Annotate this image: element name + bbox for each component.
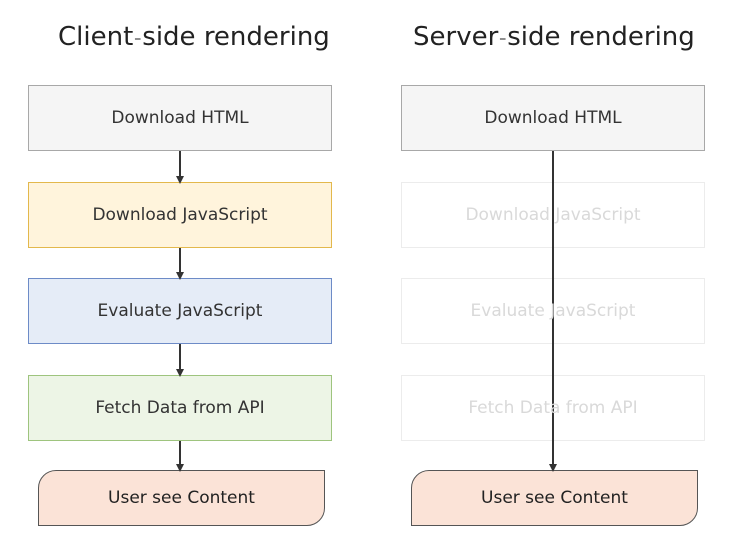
server-title-part1: Server [413, 22, 499, 52]
server-user-content-box: User see Content [411, 470, 698, 526]
server-download-html-box: Download HTML [401, 85, 705, 151]
client-side-title: Client–side rendering [58, 22, 330, 52]
client-fetch-data-label: Fetch Data from API [95, 398, 265, 418]
client-download-html-box: Download HTML [28, 85, 332, 151]
client-user-content-box: User see Content [38, 470, 325, 526]
server-title-part2: side rendering [507, 22, 695, 52]
server-side-title: Server–side rendering [413, 22, 695, 52]
server-user-content-label: User see Content [481, 488, 628, 508]
server-download-html-label: Download HTML [484, 108, 622, 128]
client-download-html-label: Download HTML [111, 108, 249, 128]
server-title-sep: – [499, 31, 507, 47]
client-title-part2: side rendering [142, 22, 330, 52]
server-fetch-data-label: Fetch Data from API [468, 398, 638, 418]
client-download-js-label: Download JavaScript [92, 205, 268, 225]
client-evaluate-js-label: Evaluate JavaScript [97, 301, 263, 321]
server-download-js-label: Download JavaScript [465, 205, 641, 225]
client-user-content-label: User see Content [108, 488, 255, 508]
client-title-part1: Client [58, 22, 134, 52]
server-evaluate-js-label: Evaluate JavaScript [470, 301, 636, 321]
client-evaluate-js-box: Evaluate JavaScript [28, 278, 332, 344]
client-title-sep: – [134, 31, 142, 47]
client-fetch-data-box: Fetch Data from API [28, 375, 332, 441]
